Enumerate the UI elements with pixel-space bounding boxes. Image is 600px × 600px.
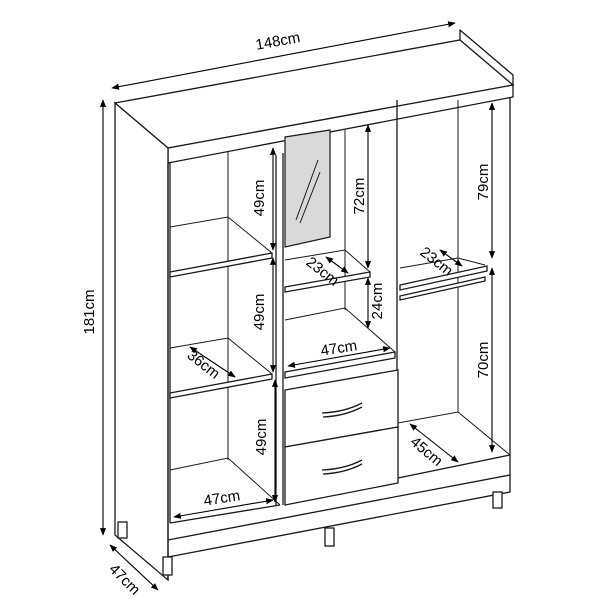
legs bbox=[117, 491, 503, 576]
left-middle-height-label: 49cm bbox=[251, 294, 268, 331]
overall-depth-label: 47cm bbox=[105, 561, 143, 599]
leg bbox=[492, 491, 503, 509]
left-bottom-width-label: 47cm bbox=[202, 487, 241, 510]
drawer-bottom bbox=[284, 426, 399, 506]
drawer-handle bbox=[321, 459, 363, 475]
drawer-handle bbox=[321, 402, 363, 418]
left-compartment bbox=[169, 152, 284, 506]
center-compartment bbox=[284, 100, 399, 506]
center-niche-width-label: 47cm bbox=[319, 337, 358, 360]
left-shelf-middle bbox=[169, 373, 273, 399]
dimension-labels: 148cm 181cm 47cm 49cm 49cm 49cm 36cm 47c… bbox=[81, 29, 492, 598]
right-shelf bbox=[399, 265, 488, 291]
left-top-height-label: 49cm bbox=[251, 180, 268, 217]
right-compartment bbox=[397, 100, 511, 479]
center-upper-height-label: 72cm bbox=[351, 178, 368, 215]
center-shelf bbox=[284, 271, 371, 293]
center-niche-height-label: 24cm bbox=[369, 283, 386, 320]
leg bbox=[117, 521, 128, 539]
left-side-panel bbox=[114, 101, 169, 582]
left-bottom-height-label: 49cm bbox=[253, 419, 270, 456]
overall-width-label: 148cm bbox=[254, 29, 301, 54]
overall-height-label: 181cm bbox=[81, 289, 98, 334]
hanging-rod bbox=[399, 276, 486, 301]
right-bottom-depth-label: 45cm bbox=[407, 433, 446, 470]
right-lower-height-label: 70cm bbox=[475, 342, 492, 379]
leg bbox=[324, 527, 335, 547]
leg bbox=[162, 556, 173, 576]
left-shelf-depth-label: 36cm bbox=[184, 347, 223, 383]
left-shelf-top bbox=[169, 252, 273, 278]
right-upper-height-label: 79cm bbox=[475, 164, 492, 201]
dimension-lines bbox=[99, 21, 496, 591]
